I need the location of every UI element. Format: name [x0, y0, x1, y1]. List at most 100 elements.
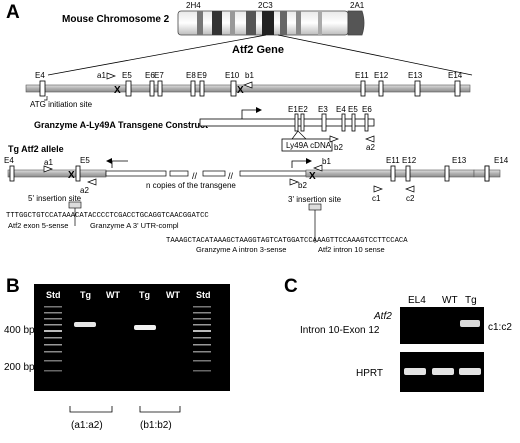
chromosome-centromere	[347, 10, 365, 36]
cdna-box	[281, 138, 333, 152]
direction-arrow	[111, 160, 128, 168]
tg-allele-title: Tg Atf2 allele	[8, 144, 64, 154]
primer-arrow-icon	[289, 178, 299, 186]
seq3-text: TAAAGCTACATAAAGCTAAGGTAGTCATGGATCCAAAGTT…	[166, 237, 408, 245]
lane-label: Std	[196, 290, 211, 300]
primer-label: b1	[245, 71, 254, 80]
transgene-construct: Granzyme A-Ly49A Transgene Construct E1 …	[34, 105, 375, 152]
insertion-site-marker	[308, 203, 322, 211]
lane-label: EL4	[408, 295, 426, 306]
ladder-band	[193, 344, 211, 346]
seq3-right-label: Atf2 intron 10 sense	[318, 245, 385, 254]
pair-label: (b1:b2)	[140, 420, 172, 431]
control-label: HPRT	[356, 368, 383, 379]
chromosome-band	[318, 11, 322, 35]
ladder-band	[193, 306, 211, 308]
exon-label: E5	[80, 156, 90, 165]
ladder-band	[193, 318, 211, 320]
ladder-band	[44, 306, 62, 308]
primer-arrow-icon	[365, 135, 375, 143]
band-label-2c3: 2C3	[258, 1, 273, 10]
primer-label: b2	[334, 143, 343, 152]
primer-label: b1	[322, 157, 331, 166]
exon-label: E4	[336, 105, 346, 114]
lane-label: WT	[442, 295, 458, 306]
exon-box	[149, 80, 155, 97]
atg-pointer	[44, 96, 48, 101]
cross-mark-icon: X	[114, 85, 121, 96]
seq5-left-label: Atf2 exon 5-sense	[8, 221, 68, 230]
chromosome-band	[212, 11, 222, 35]
lane-label: Std	[46, 290, 61, 300]
zoom-line-left	[47, 34, 267, 76]
tg-allele-map: Tg Atf2 allele // // n copies of the tra…	[4, 144, 509, 243]
primer-label: a2	[366, 143, 375, 152]
transgene-copy	[202, 170, 226, 177]
chromosome-band	[197, 11, 203, 35]
band-label-2a1: 2A1	[350, 1, 365, 10]
chromosome-band	[262, 11, 274, 35]
exon-box	[454, 80, 461, 97]
ladder-band	[44, 324, 62, 326]
transgene-copy	[105, 170, 167, 177]
primer-label: a1	[44, 158, 53, 167]
exon-box	[9, 165, 15, 182]
chromosome-band	[280, 11, 287, 35]
cross-mark-icon: X	[237, 85, 244, 96]
chromosome-band	[296, 11, 301, 35]
ladder-band	[193, 330, 211, 332]
atf2-gene-map: Atf2 Gene E4 E5 E6 E7 E8 E9 E10 E11 E12 …	[25, 44, 471, 109]
exon-label: E4	[4, 156, 14, 165]
transgene-copy	[239, 170, 307, 177]
exon-label: E5	[348, 105, 358, 114]
exon-box	[230, 80, 237, 97]
exon-box	[390, 165, 396, 182]
primer-arrow-icon	[243, 81, 253, 89]
exon-box	[484, 165, 490, 182]
ladder-band	[193, 324, 211, 326]
exon-box	[341, 113, 346, 132]
transgene-line	[199, 118, 375, 127]
ladder-band	[44, 318, 62, 320]
panel-c-letter: C	[284, 276, 298, 297]
ladder-band	[44, 360, 62, 362]
break-mark-icon: //	[192, 171, 198, 181]
ladder-band	[193, 312, 211, 314]
insertion-3-label: 3' insertion site	[288, 195, 342, 204]
exon-label: E6	[145, 71, 155, 80]
exon-box	[405, 165, 411, 182]
primer-arrow-icon	[87, 178, 97, 186]
exon-label: E12	[402, 156, 417, 165]
exon-box	[199, 80, 205, 97]
cross-mark-icon: X	[309, 171, 316, 182]
exon-label: E11	[355, 71, 369, 80]
exon-label: E13	[408, 71, 423, 80]
panel-b-letter: B	[6, 276, 20, 297]
junction-sequences: TTTGGCTGTCCATAAACATACCCCTCGACCTGCAGGTCAA…	[6, 212, 408, 254]
target-label: Intron 10-Exon 12	[300, 325, 380, 336]
exon-box	[75, 165, 81, 182]
ladder-band	[44, 351, 62, 353]
pcr-band	[134, 325, 156, 330]
ladder-band	[44, 312, 62, 314]
exon-label: E8	[186, 71, 196, 80]
primer-label: c2	[406, 194, 415, 203]
hprt-band	[432, 368, 454, 375]
ladder-band	[193, 370, 211, 372]
gene-title: Atf2 Gene	[232, 44, 284, 56]
exon-box	[378, 80, 384, 97]
exon-box	[360, 80, 366, 97]
lane-label: Tg	[80, 290, 91, 300]
exon-label: E6	[362, 105, 372, 114]
transgene-copy	[169, 170, 189, 177]
genomic-line-left	[7, 169, 107, 178]
ladder-band	[193, 360, 211, 362]
zoom-line-right	[277, 34, 473, 76]
cdna-label: Ly49A cDNA	[286, 141, 332, 150]
panel-a-letter: A	[6, 2, 20, 23]
exon-box	[351, 113, 356, 132]
exon-label: E12	[374, 71, 389, 80]
ladder-band	[44, 344, 62, 346]
marker-label: 400 bp	[4, 325, 35, 336]
